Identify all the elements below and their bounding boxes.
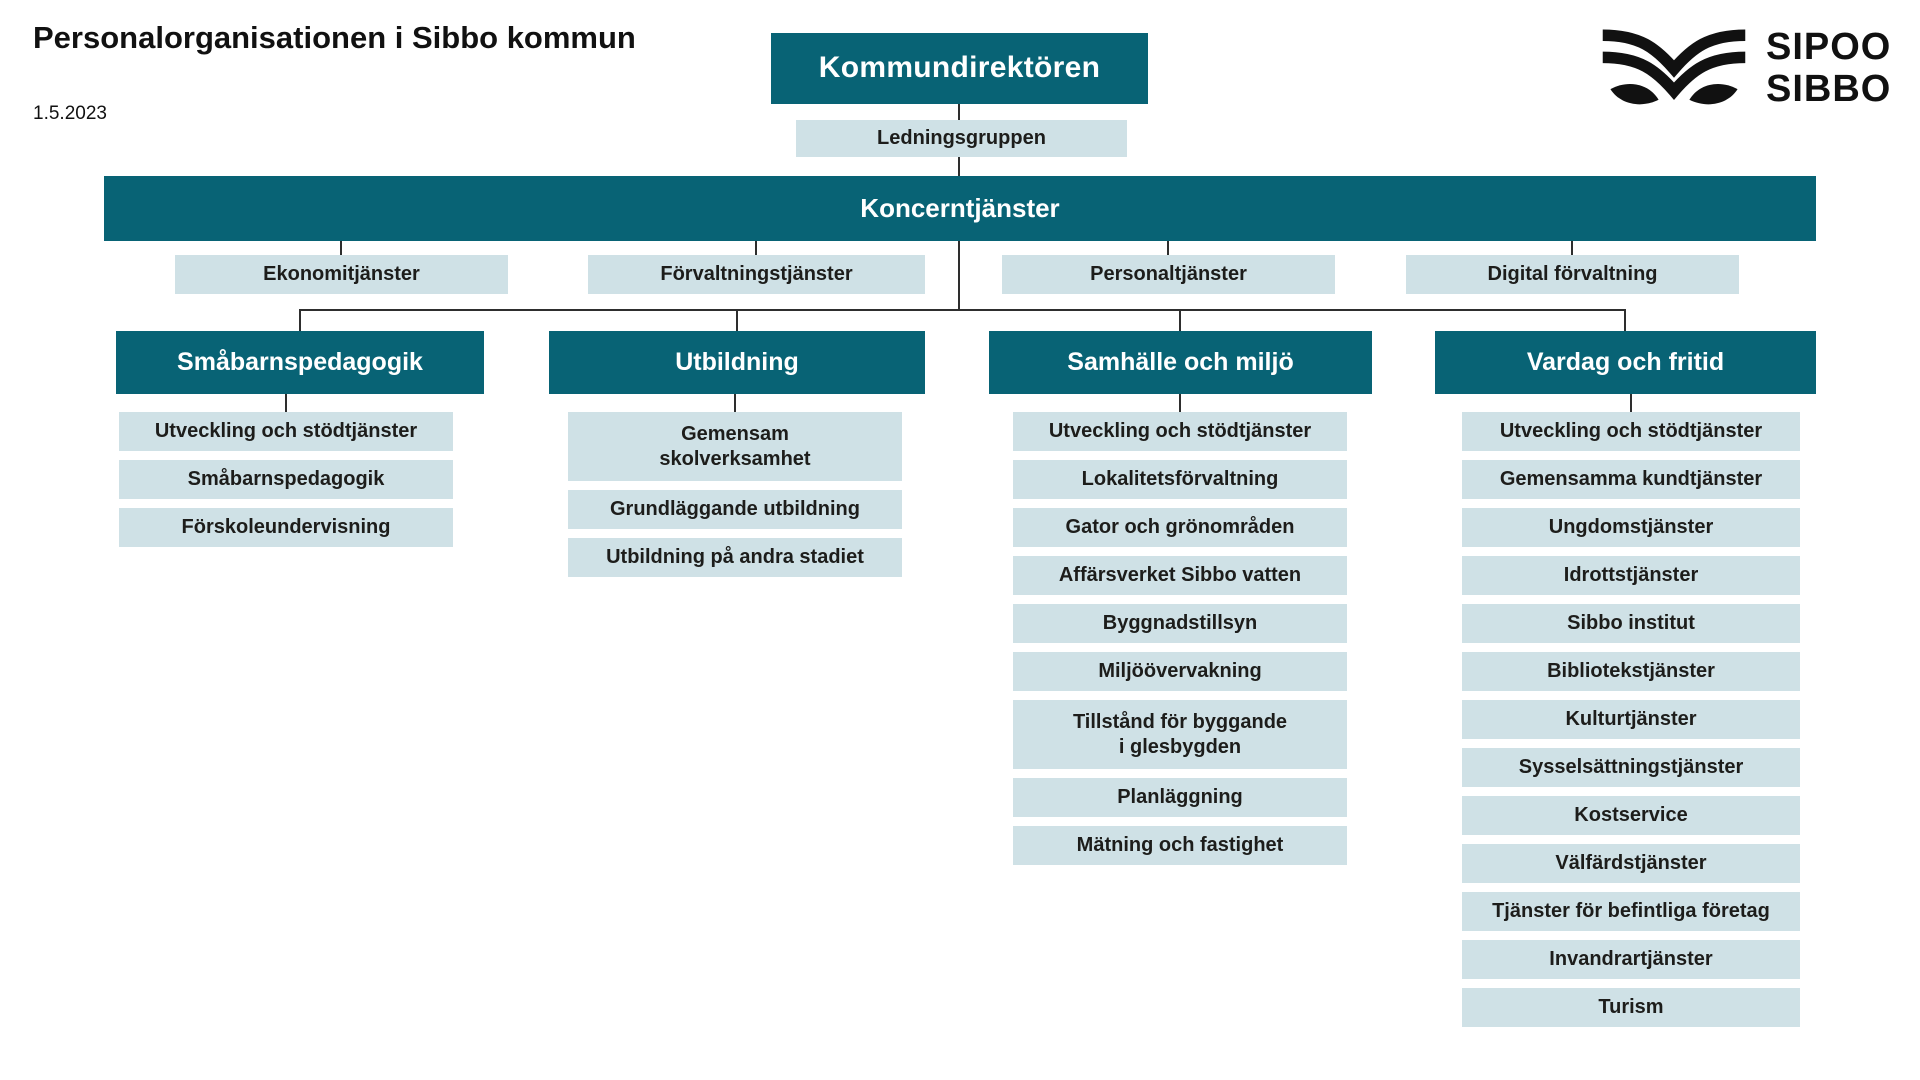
org-item: Småbarnspedagogik: [119, 460, 453, 499]
page-title: Personalorganisationen i Sibbo kommun: [33, 20, 636, 55]
org-item: Kostservice: [1462, 796, 1800, 835]
org-item: Lokalitetsförvaltning: [1013, 460, 1347, 499]
org-item: Ungdomstjänster: [1462, 508, 1800, 547]
connector-line: [340, 241, 342, 255]
connector-line: [755, 241, 757, 255]
connector-line: [299, 309, 1626, 311]
org-item: Tjänster för befintliga företag: [1462, 892, 1800, 931]
org-item: Grundläggande utbildning: [568, 490, 902, 529]
org-item: Gemensamma kundtjänster: [1462, 460, 1800, 499]
dept-header-vardag-och-fritid: Vardag och fritid: [1435, 331, 1816, 394]
connector-line: [736, 309, 738, 331]
connector-line: [1630, 394, 1632, 412]
connector-line: [285, 394, 287, 412]
org-item: Idrottstjänster: [1462, 556, 1800, 595]
unit-forvaltningstjanster: Förvaltningstjänster: [588, 255, 925, 294]
sipoo-logo-icon: [1602, 29, 1746, 105]
connector-line: [1167, 241, 1169, 255]
org-item: Utveckling och stödtjänster: [119, 412, 453, 451]
org-item: Turism: [1462, 988, 1800, 1027]
org-item: Mätning och fastighet: [1013, 826, 1347, 865]
org-item: Invandrartjänster: [1462, 940, 1800, 979]
sipoo-logo: SIPOO SIBBO: [1596, 16, 1891, 120]
org-item: Gator och grönområden: [1013, 508, 1347, 547]
org-item: Affärsverket Sibbo vatten: [1013, 556, 1347, 595]
org-item: Byggnadstillsyn: [1013, 604, 1347, 643]
org-item: Bibliotekstjänster: [1462, 652, 1800, 691]
box-kommundirektoren: Kommundirektören: [771, 33, 1148, 104]
org-item: Sysselsättningstjänster: [1462, 748, 1800, 787]
org-item: Miljöövervakning: [1013, 652, 1347, 691]
dept-header-utbildning: Utbildning: [549, 331, 925, 394]
org-item: Tillstånd för byggande i glesbygden: [1013, 700, 1347, 769]
connector-line: [958, 104, 960, 120]
page-date: 1.5.2023: [33, 103, 107, 124]
dept-header-samhalle-och-miljo: Samhälle och miljö: [989, 331, 1372, 394]
org-item: Förskoleundervisning: [119, 508, 453, 547]
connector-line: [299, 309, 301, 331]
connector-line: [958, 157, 960, 176]
org-item: Sibbo institut: [1462, 604, 1800, 643]
connector-line: [1624, 309, 1626, 331]
org-item: Kulturtjänster: [1462, 700, 1800, 739]
connector-line: [1571, 241, 1573, 255]
connector-line: [1179, 309, 1181, 331]
org-item: Planläggning: [1013, 778, 1347, 817]
connector-line: [734, 394, 736, 412]
unit-ekonomitjanster: Ekonomitjänster: [175, 255, 508, 294]
unit-digital-forvaltning: Digital förvaltning: [1406, 255, 1739, 294]
bar-koncerntjanster: Koncerntjänster: [104, 176, 1816, 241]
org-item: Utveckling och stödtjänster: [1013, 412, 1347, 451]
connector-line: [1179, 394, 1181, 412]
unit-personaltjanster: Personaltjänster: [1002, 255, 1335, 294]
org-item: Välfärdstjänster: [1462, 844, 1800, 883]
box-ledningsgruppen: Ledningsgruppen: [796, 120, 1127, 157]
org-item: Gemensam skolverksamhet: [568, 412, 902, 481]
dept-header-smabarnspedagogik: Småbarnspedagogik: [116, 331, 484, 394]
org-item: Utbildning på andra stadiet: [568, 538, 902, 577]
connector-line: [958, 241, 960, 311]
sipoo-logo-text: SIPOO SIBBO: [1766, 26, 1892, 110]
org-item: Utveckling och stödtjänster: [1462, 412, 1800, 451]
